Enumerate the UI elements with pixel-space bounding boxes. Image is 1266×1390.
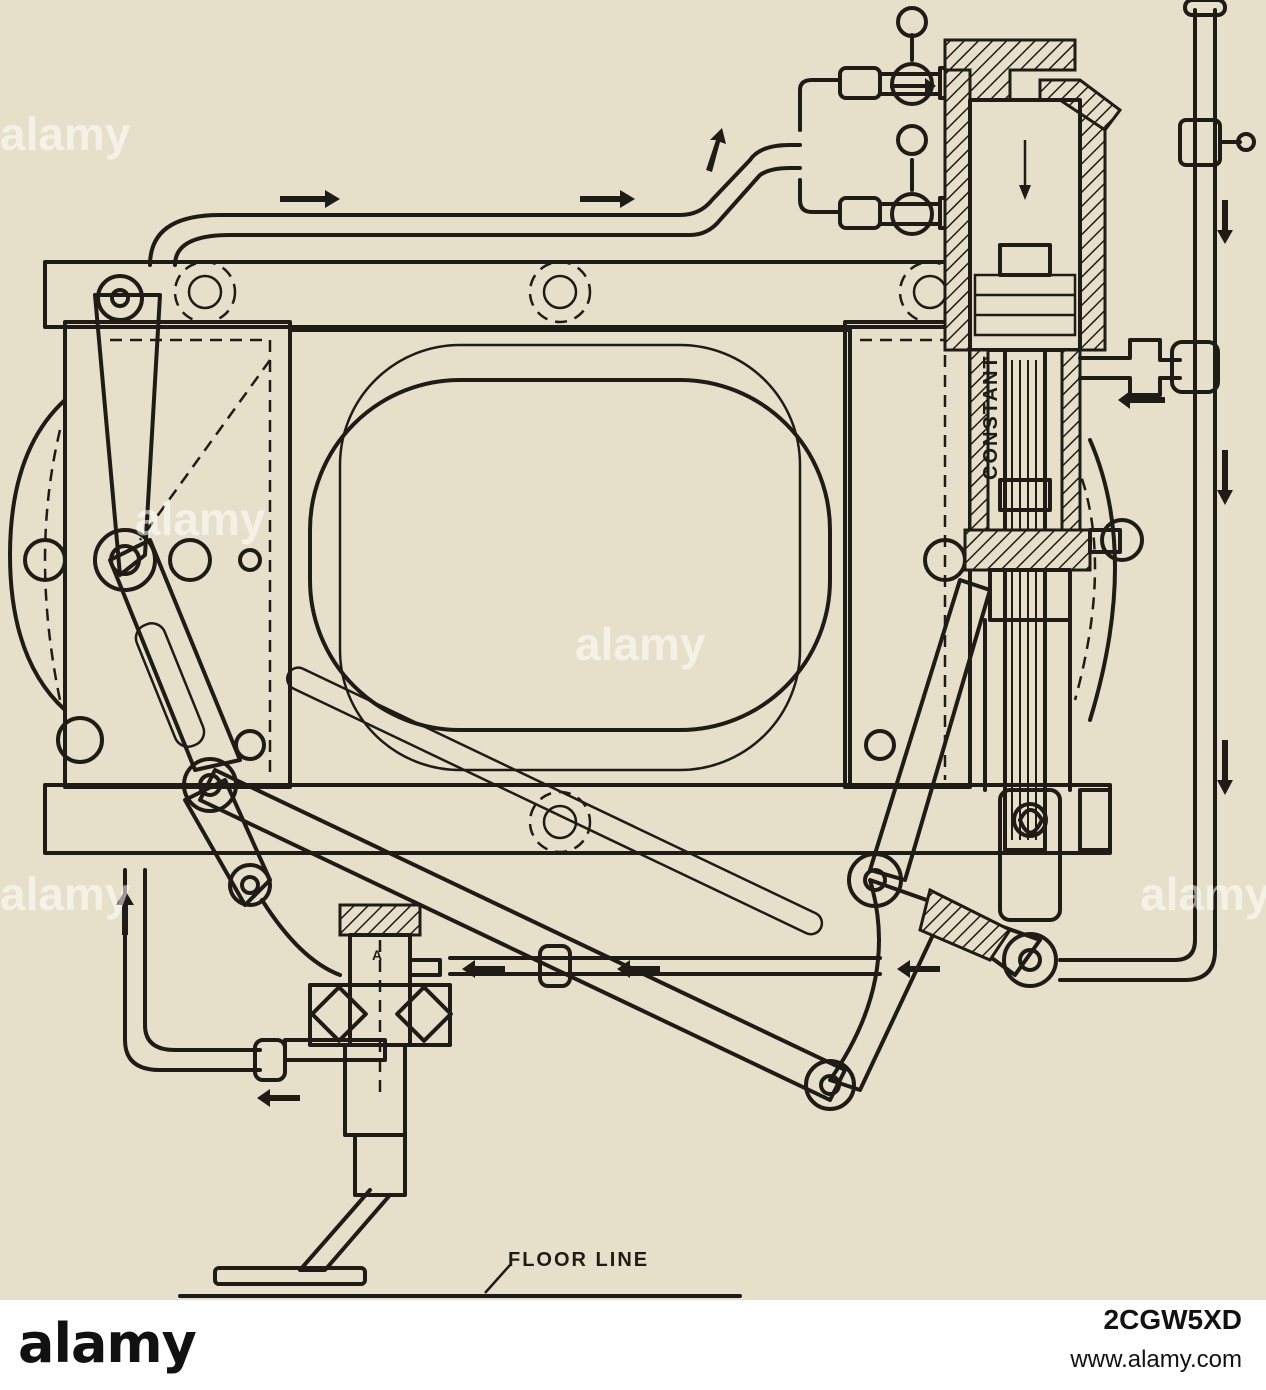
watermark: alamy	[0, 108, 131, 160]
flow-arrow-icon	[257, 1089, 300, 1107]
top-supply-pipe	[148, 128, 802, 267]
foot-valve-assembly: A	[213, 903, 453, 1286]
left-bracket	[8, 320, 292, 789]
cylinder-label: CONSTANT	[980, 354, 1002, 480]
flow-arrow-icon	[1118, 391, 1165, 409]
watermark-layer: alamy alamy alamy alamy alamy	[0, 108, 1266, 920]
lower-return-pipe	[116, 868, 940, 1107]
bolt-icon	[187, 274, 223, 310]
watermark: alamy	[575, 618, 706, 670]
flow-arrow-icon	[1217, 740, 1233, 795]
valve-handwheel-icon	[896, 6, 928, 38]
image-id: 2CGW5XD	[1103, 1304, 1242, 1335]
flow-arrow-icon	[116, 890, 134, 935]
floor-line-label: FLOOR LINE	[508, 1249, 649, 1271]
bolt-icon	[912, 274, 948, 310]
valve-handle-icon	[1236, 132, 1256, 152]
flow-arrow-icon	[706, 128, 726, 172]
engineering-diagram: CONSTANT	[0, 0, 1266, 1300]
flow-arrow-icon	[280, 190, 340, 208]
floor-line: FLOOR LINE	[178, 1249, 742, 1298]
right-bell-crank	[828, 578, 1058, 1092]
right-supply-pipe	[1058, 0, 1256, 982]
flow-arrow-icon	[1217, 450, 1233, 505]
flow-arrow-icon	[462, 960, 505, 978]
valve-letter-label: A	[372, 947, 384, 963]
watermark: alamy	[1140, 868, 1266, 920]
bolt-icon	[542, 274, 578, 310]
watermark: alamy	[135, 493, 266, 545]
valve-handwheel-icon	[896, 124, 928, 156]
flow-arrow-icon	[580, 190, 635, 208]
watermark: alamy	[0, 868, 131, 920]
left-lever-linkage	[93, 274, 342, 977]
footer-bar: alamy 2CGW5XD www.alamy.com	[0, 1300, 1266, 1390]
flow-arrow-icon	[897, 960, 940, 978]
footer-logo: alamy	[18, 1312, 197, 1375]
footer-logo-text: alamy	[18, 1312, 197, 1375]
flow-arrow-icon	[617, 960, 660, 978]
footer-url[interactable]: www.alamy.com	[1070, 1346, 1242, 1373]
flow-arrow-icon	[1217, 200, 1233, 244]
constant-cylinder: CONSTANT	[943, 38, 1144, 922]
